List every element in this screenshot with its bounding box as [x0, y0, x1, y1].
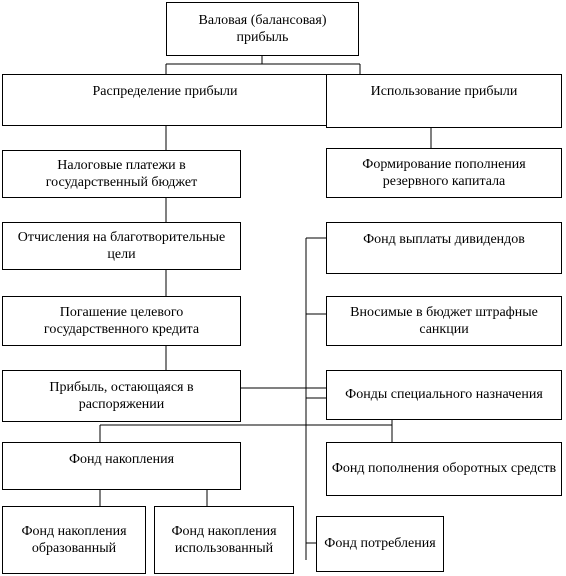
node-accumulation-fund: Фонд накопления: [2, 442, 241, 490]
node-retained-profit: Прибыль, остающаяся в распоряжении: [2, 370, 241, 422]
node-accumulation-fund-used: Фонд накопления использованный: [154, 506, 294, 574]
node-special-funds: Фонды специального назначения: [326, 370, 562, 420]
node-tax-payments: Налоговые платежи в государственный бюдж…: [2, 150, 241, 198]
node-gross-profit: Валовая (балансовая) прибыль: [166, 2, 359, 56]
node-reserve-capital: Формирование пополнения резервного капит…: [326, 148, 562, 198]
node-profit-distribution: Распределение прибыли: [2, 74, 328, 126]
node-target-credit: Погашение целевого государственного кред…: [2, 296, 241, 346]
node-dividend-fund: Фонд выплаты дивидендов: [326, 222, 562, 274]
node-profit-usage: Использование прибыли: [326, 74, 562, 128]
node-accumulation-fund-formed: Фонд накопления образованный: [2, 506, 146, 574]
node-charity: Отчисления на благотворительные цели: [2, 222, 241, 270]
node-working-capital-fund: Фонд пополнения оборотных средств: [326, 442, 562, 496]
node-fines: Вносимые в бюджет штрафные санкции: [326, 296, 562, 346]
node-consumption-fund: Фонд потребления: [316, 516, 444, 572]
